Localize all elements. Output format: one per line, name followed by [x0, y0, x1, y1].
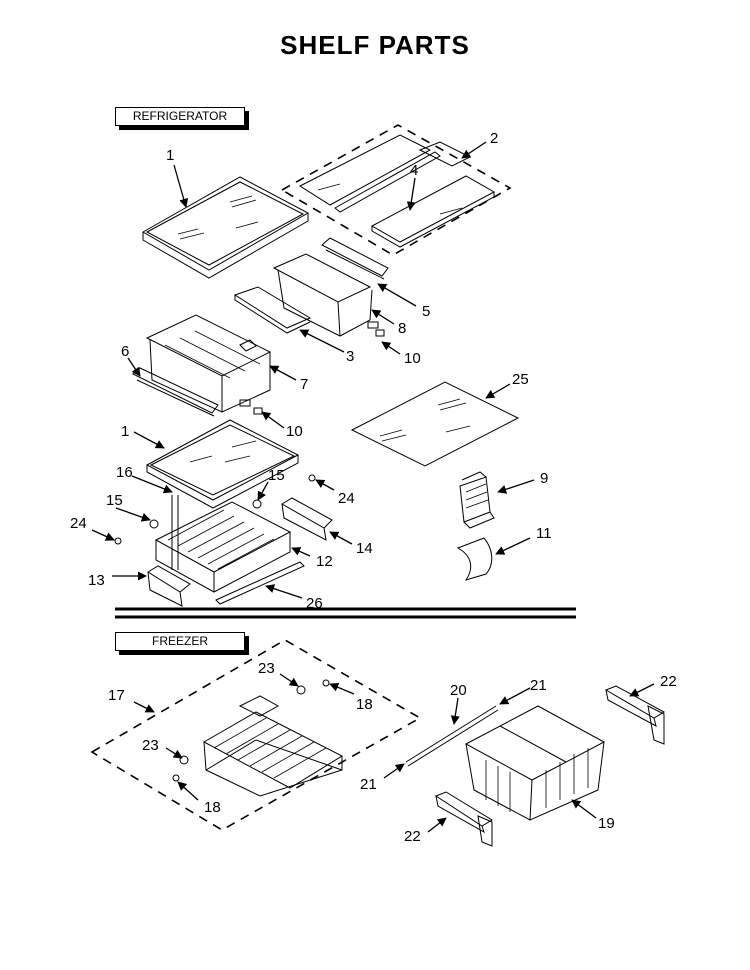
callout-24: 24	[338, 490, 355, 507]
callout-2: 2	[490, 130, 498, 147]
callout-18: 18	[356, 696, 373, 713]
callout-26: 26	[306, 595, 323, 612]
part-15-24-screws	[114, 474, 316, 545]
part-2-shelf-assembly	[280, 124, 512, 256]
callout-14: 14	[356, 540, 373, 557]
callout-15: 15	[106, 492, 123, 509]
part-10-screw-a	[367, 321, 385, 337]
refrigerator-section-label: REFRIGERATOR	[115, 107, 245, 126]
callout-11: 11	[536, 525, 552, 542]
callout-16: 16	[116, 464, 133, 481]
callout-9: 9	[540, 470, 548, 487]
callout-10: 10	[286, 423, 303, 440]
freezer-section-label: FREEZER	[115, 632, 245, 651]
callout-20: 20	[450, 682, 467, 699]
callout-8: 8	[398, 320, 406, 337]
callout-7: 7	[300, 376, 308, 393]
part-8-bin	[272, 253, 373, 337]
part-18-23-screws	[172, 679, 330, 782]
part-13-bracket	[147, 565, 191, 607]
callout-21: 21	[530, 677, 547, 694]
callout-21: 21	[360, 776, 377, 793]
part-1-glass-shelf-bottom	[145, 419, 300, 509]
callout-23: 23	[258, 660, 275, 677]
callout-6: 6	[121, 343, 129, 360]
callout-24: 24	[70, 515, 87, 532]
part-7-drawer	[145, 314, 272, 413]
part-6-rail	[132, 367, 219, 417]
callout-1: 1	[121, 423, 129, 440]
part-11-cover	[456, 537, 493, 581]
callout-numbers: 1 2 4 5 8 3 10 6 7 10 25 1 16 15 24 15 9…	[70, 130, 677, 845]
part-1-glass-shelf-top	[141, 176, 310, 279]
callout-19: 19	[598, 815, 615, 832]
leader-lines	[91, 141, 655, 833]
part-22-slide-left	[434, 791, 493, 847]
callout-18: 18	[204, 799, 221, 816]
part-12-pan	[154, 495, 292, 593]
part-10-screw-b	[239, 399, 263, 415]
callout-17: 17	[108, 687, 125, 704]
callout-1: 1	[166, 147, 174, 164]
part-14-bracket	[281, 497, 333, 541]
page-title: SHELF PARTS	[280, 30, 470, 60]
part-25-glass-panel	[350, 381, 520, 467]
callout-22: 22	[660, 673, 677, 690]
part-22-slide-right	[604, 685, 666, 745]
section-divider	[115, 607, 576, 619]
part-3-cover	[233, 286, 312, 334]
callout-4: 4	[410, 162, 418, 179]
part-5-rail	[321, 237, 389, 280]
part-26-rod	[215, 561, 305, 605]
part-17-basket-assembly	[90, 639, 422, 831]
callout-5: 5	[422, 303, 430, 320]
callout-10: 10	[404, 350, 421, 367]
callout-15: 15	[268, 467, 285, 484]
part-19-freezer-bin	[464, 705, 606, 821]
callout-13: 13	[88, 572, 105, 589]
callout-3: 3	[346, 348, 354, 365]
callout-23: 23	[142, 737, 159, 754]
callout-12: 12	[316, 553, 333, 570]
part-20-rod	[405, 705, 499, 767]
callout-25: 25	[512, 371, 529, 388]
part-9-filter	[459, 471, 495, 529]
callout-22: 22	[404, 828, 421, 845]
